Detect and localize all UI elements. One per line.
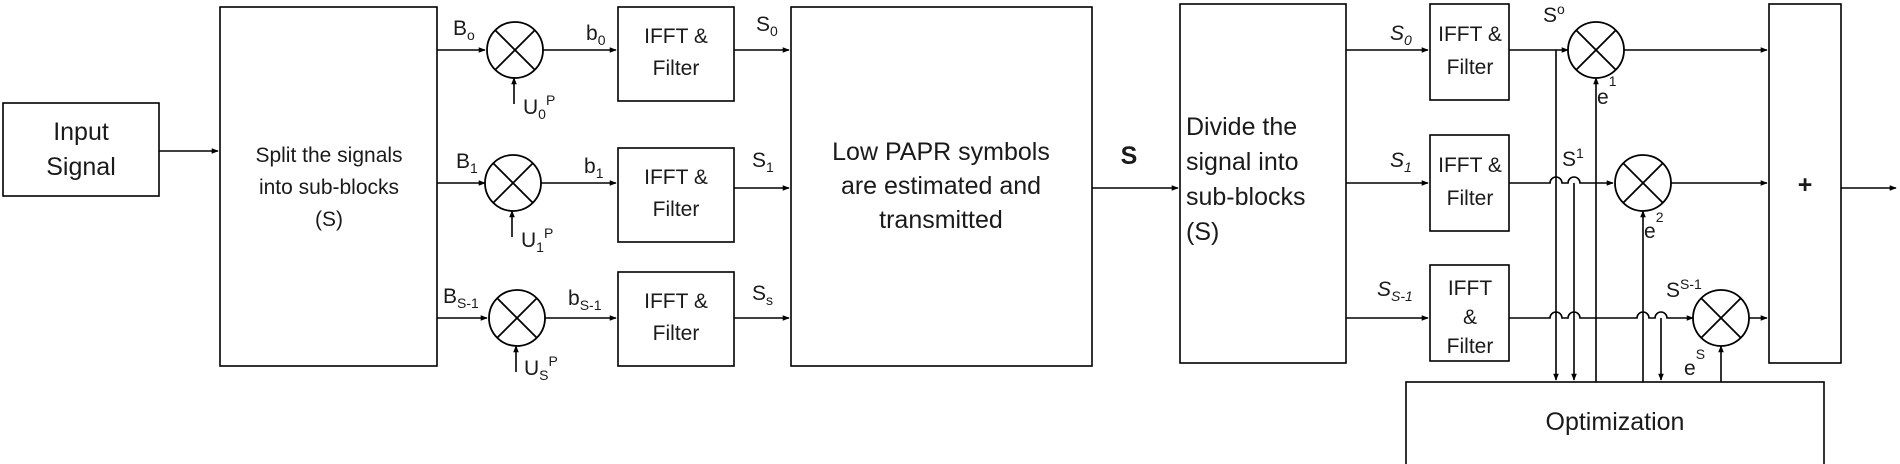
label-s-1: S1: [1562, 145, 1584, 171]
ifft-s-line-2: Filter: [653, 322, 700, 345]
input-signal-block: [2, 102, 160, 197]
rx-ifft-filter-block-0: [1429, 3, 1510, 101]
rx-ifft-s-to-mixer: [1509, 311, 1694, 321]
mixer-s: [488, 289, 546, 347]
divide-line-4: (S): [1186, 218, 1219, 246]
ifft-0-line-2: Filter: [653, 57, 700, 80]
input-signal-line-1: Input: [53, 118, 109, 146]
low-papr-line-2: are estimated and: [841, 172, 1041, 200]
label-bS-1: bS-1: [568, 287, 602, 313]
label-B0: Bo: [453, 17, 475, 43]
sum-block: [1768, 3, 1842, 364]
ifft-filter-block-0: [617, 6, 735, 102]
label-b0: b0: [586, 22, 606, 48]
label-B1: B1: [456, 150, 478, 176]
split-line-1: Split the signals: [255, 144, 402, 167]
rx-ifft-s-line-3: Filter: [1447, 335, 1494, 358]
label-S-signal: S: [1121, 142, 1138, 170]
rx-ifft-0-line-2: Filter: [1447, 56, 1494, 79]
sum-symbol: +: [1798, 171, 1813, 199]
low-papr-line-3: transmitted: [879, 206, 1003, 234]
rx-ifft-0-line-1: IFFT &: [1438, 23, 1502, 46]
label-e2: e2: [1644, 209, 1664, 243]
ifft-1-line-2: Filter: [653, 198, 700, 221]
divide-block: [1179, 3, 1347, 364]
label-U1P: U1P: [521, 225, 553, 255]
label-BS-1: BS-1: [443, 285, 479, 311]
optimization-block: [1405, 381, 1825, 464]
label-e1: e1: [1597, 73, 1617, 109]
mixer-0: [486, 21, 544, 79]
rx-ifft-s-line-1: IFFT: [1448, 277, 1492, 300]
low-papr-block: [790, 6, 1093, 367]
mixer-1: [484, 154, 542, 212]
optimization-label: Optimization: [1546, 408, 1685, 436]
rx-mixer-s: [1692, 289, 1750, 347]
label-rx-S1: S1: [1390, 149, 1412, 175]
ifft-filter-block-1: [617, 147, 735, 243]
label-eS: eS: [1684, 346, 1705, 380]
rx-ifft-1-to-mixer: [1509, 176, 1614, 186]
label-s-o: So: [1543, 1, 1565, 27]
divide-line-3: sub-blocks: [1186, 183, 1306, 211]
split-line-3: (S): [315, 208, 343, 231]
split-line-2: into sub-blocks: [259, 176, 399, 199]
low-papr-line-1: Low PAPR symbols: [832, 138, 1050, 166]
rx-mixer-1: [1614, 154, 1672, 212]
rx-ifft-1-line-2: Filter: [1447, 187, 1494, 210]
label-USP: USP: [524, 353, 558, 383]
rx-ifft-filter-block-s: [1429, 264, 1510, 362]
label-rx-SS-1: SS-1: [1377, 278, 1413, 304]
label-b1: b1: [584, 155, 604, 181]
label-s-S-1: SS-1: [1666, 276, 1702, 302]
ifft-0-line-1: IFFT &: [644, 25, 708, 48]
label-S1: S1: [752, 149, 774, 175]
input-signal-line-2: Signal: [46, 153, 116, 181]
label-rx-S0: S0: [1390, 22, 1412, 48]
label-Ss: Ss: [752, 282, 773, 308]
divide-line-1: Divide the: [1186, 113, 1297, 141]
ifft-filter-block-s: [617, 271, 735, 367]
split-block: [219, 6, 438, 367]
ifft-1-line-1: IFFT &: [644, 166, 708, 189]
rx-ifft-1-line-1: IFFT &: [1438, 154, 1502, 177]
divide-line-2: signal into: [1186, 148, 1299, 176]
rx-ifft-s-line-2: &: [1463, 306, 1477, 329]
rx-mixer-0: [1567, 21, 1625, 79]
ifft-s-line-1: IFFT &: [644, 290, 708, 313]
label-S0: S0: [756, 13, 778, 39]
rx-ifft-filter-block-1: [1429, 134, 1510, 232]
label-U0P: U0P: [523, 92, 555, 122]
